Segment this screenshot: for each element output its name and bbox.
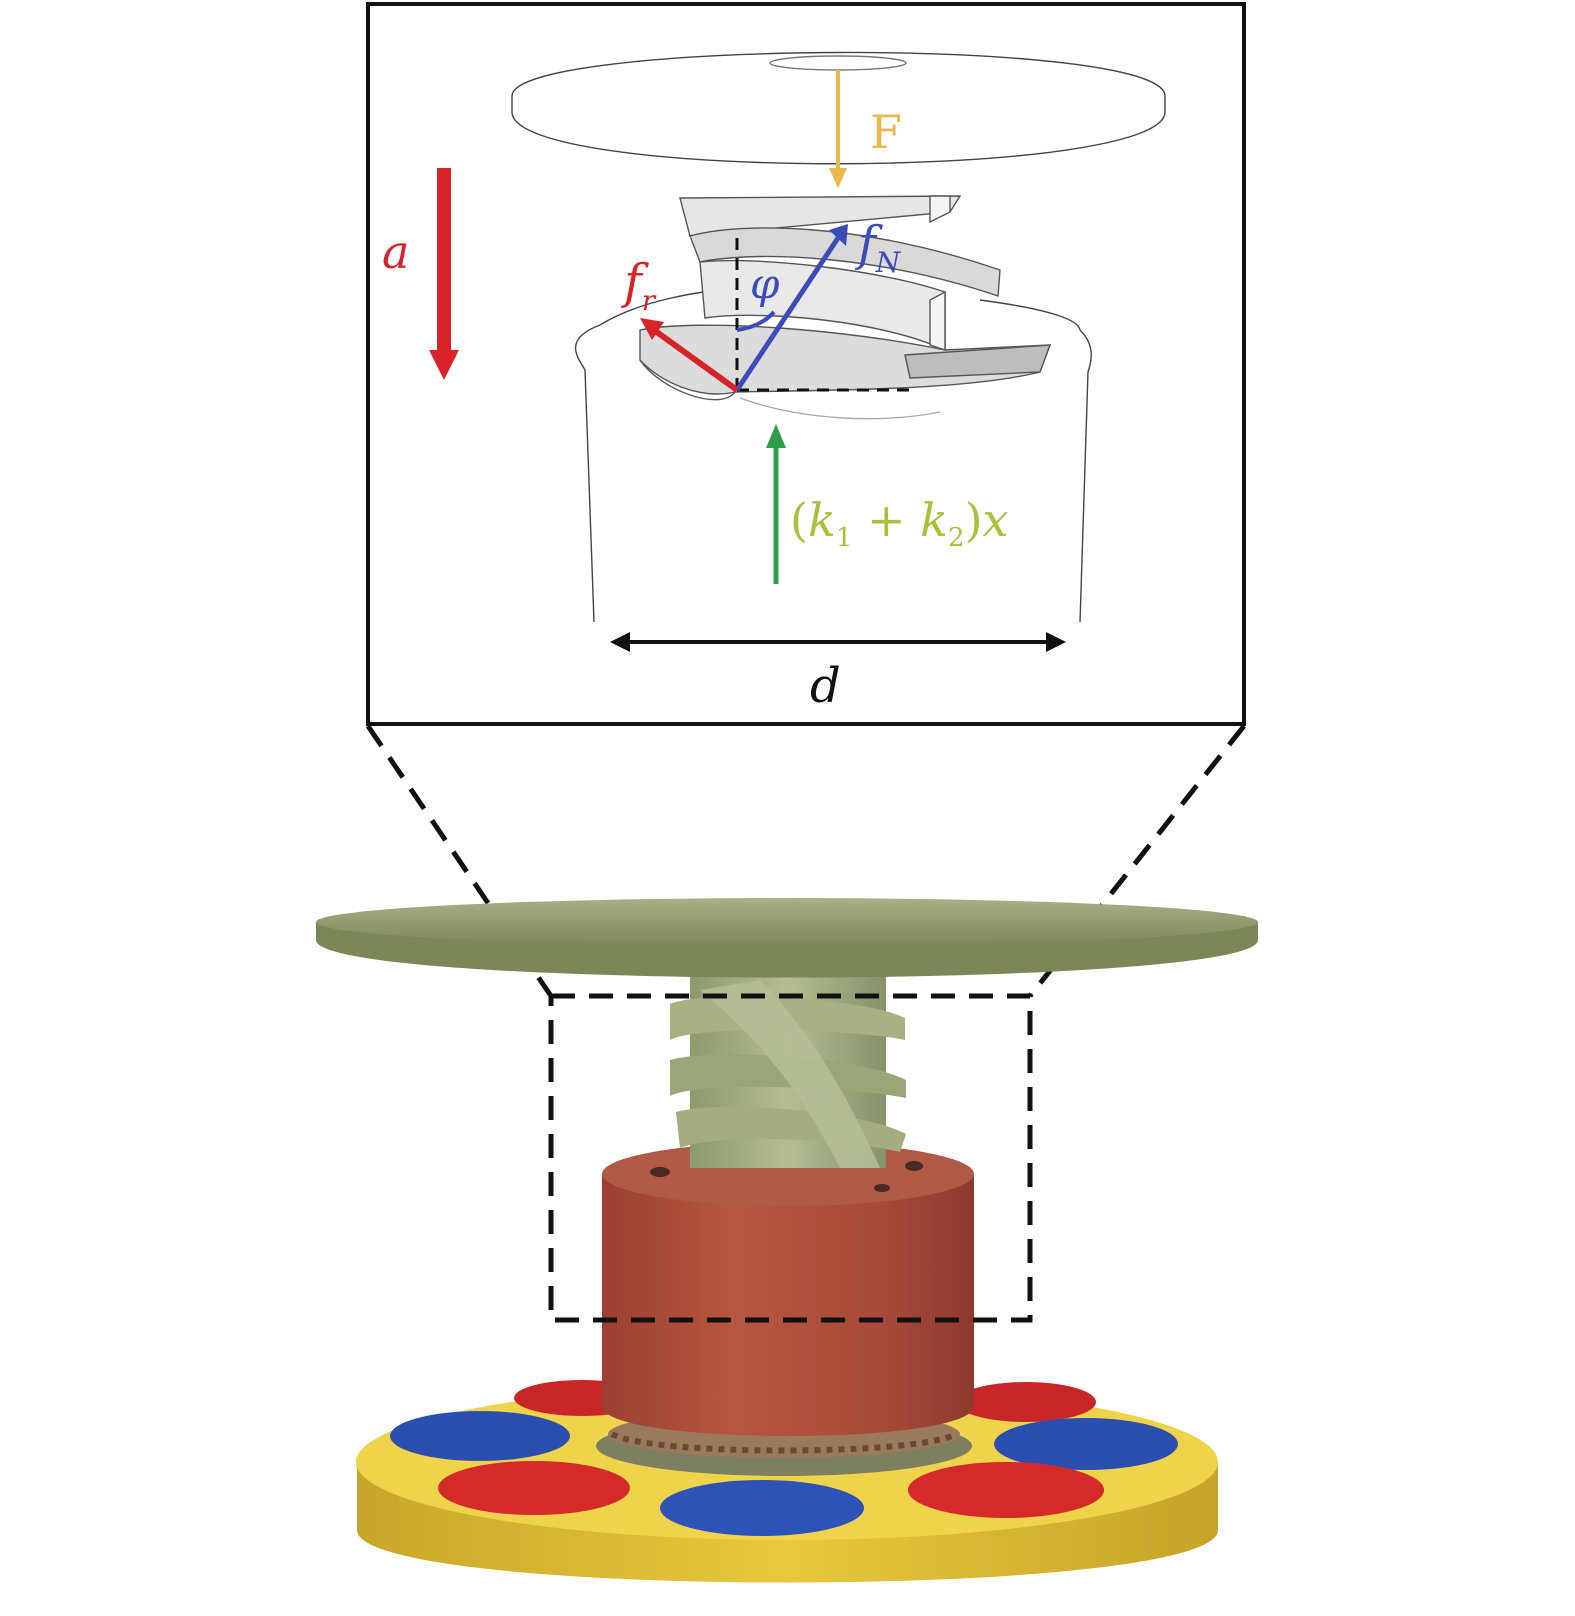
magnet-red: [908, 1462, 1104, 1518]
zoom-region-box: [548, 993, 1033, 1323]
zoom-inset: F a fN φ fr (k1 + k2)x: [366, 2, 1246, 726]
friction-force-arrow: [640, 318, 739, 393]
diameter-label: d: [810, 658, 841, 714]
spring-force-label: (k1 + k2)x: [790, 493, 1009, 553]
acceleration-label: a: [382, 225, 409, 279]
angle-label: φ: [750, 259, 780, 308]
magnet-blue: [994, 1418, 1178, 1470]
top-plate: [316, 898, 1258, 978]
magnet-red: [438, 1461, 630, 1515]
inset-helix: [639, 195, 1052, 420]
angle-arc: [736, 310, 776, 332]
magnet-ring: [390, 1380, 1178, 1536]
force-F-label: F: [870, 105, 902, 159]
spring-force-arrow: [766, 424, 786, 584]
red-housing: [602, 1142, 974, 1436]
force-F-arrow: [829, 70, 847, 188]
helical-shaft: [670, 968, 906, 1168]
diameter-arrow: [610, 632, 1066, 652]
acceleration-arrow: [429, 168, 459, 380]
magnet-red: [956, 1382, 1096, 1422]
magnet-blue: [660, 1480, 864, 1536]
inset-angle-guides: [735, 236, 912, 392]
normal-force-arrow: [734, 224, 848, 392]
magnet-blue: [390, 1411, 570, 1461]
